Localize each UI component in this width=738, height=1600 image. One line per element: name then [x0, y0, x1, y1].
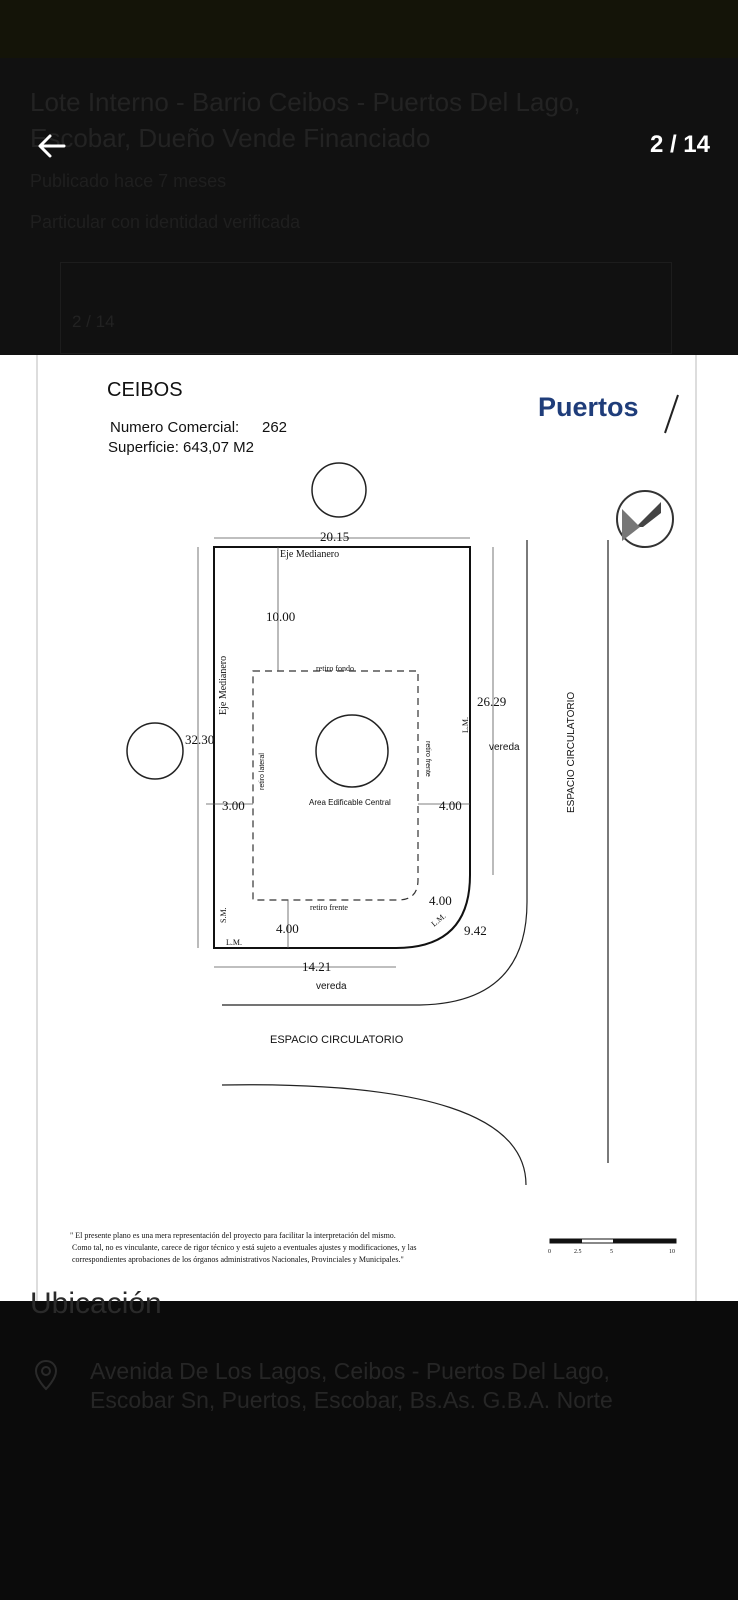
- dim-retiro-fondo: 10.00: [266, 609, 295, 624]
- status-bar: [0, 0, 738, 58]
- dim-retiro-frente-lateral: 4.00: [439, 798, 462, 813]
- listing-title: Lote Interno - Barrio Ceibos - Puertos D…: [30, 87, 581, 153]
- image-counter: 2 / 14: [649, 131, 710, 158]
- back-button[interactable]: [34, 128, 70, 164]
- vereda-right: vereda: [489, 742, 520, 753]
- scale-label-2-5: 2.5: [574, 1249, 582, 1255]
- dim-top: 20.15: [320, 529, 349, 544]
- scale-label-10: 10: [669, 1249, 675, 1255]
- dimmed-listing-background: [0, 58, 738, 355]
- superficie: Superficie: 643,07 M2: [108, 439, 254, 456]
- scale-bar: 0 2.5 5 10: [548, 1238, 677, 1255]
- dim-curve: 9.42: [464, 923, 487, 938]
- lm-bottom: L.M.: [226, 938, 242, 947]
- retiro-fondo-label: retiro fondo: [316, 664, 354, 673]
- disclaimer-line-1: " El presente plano es una mera represen…: [70, 1231, 396, 1240]
- espacio-circulatorio-bottom: ESPACIO CIRCULATORIO: [270, 1034, 404, 1046]
- map-pin-icon: [34, 1359, 58, 1391]
- dim-left: 32.30: [185, 732, 214, 747]
- eje-medianero-top: Eje Medianero: [280, 549, 339, 560]
- published-date: Publicado hace 7 meses: [30, 171, 227, 191]
- dim-right: 26.29: [477, 694, 506, 709]
- dimmed-location-section: Ubicación Avenida De Los Lagos, Ceibos -…: [0, 1287, 738, 1600]
- vereda-bottom: vereda: [316, 981, 347, 992]
- dim-retiro-frente: 4.00: [276, 921, 299, 936]
- dim-retiro-lateral: 3.00: [222, 798, 245, 813]
- north-arrow-icon: [616, 490, 674, 548]
- numero-comercial-label: Numero Comercial:: [110, 419, 239, 436]
- retiro-frente-side-label: retiro frente: [424, 741, 431, 777]
- sm-label: S.M.: [219, 907, 228, 923]
- thumbnail-strip: [60, 262, 672, 354]
- lm-curve: L.M.: [430, 911, 448, 928]
- barrio-name: CEIBOS: [107, 379, 183, 401]
- retiro-lateral-label: retiro lateral: [259, 753, 266, 790]
- lm-right: L.M.: [461, 717, 470, 733]
- arrow-left-icon: [38, 134, 66, 158]
- scale-label-5: 5: [610, 1249, 613, 1255]
- area-edificable-label: Area Edificable Central: [309, 798, 391, 807]
- dim-curve-retiro: 4.00: [429, 893, 452, 908]
- scale-label-0: 0: [548, 1249, 551, 1255]
- section-title: Ubicación: [30, 1287, 162, 1320]
- lot-plan: CEIBOS Numero Comercial: 262 Superficie:…: [36, 355, 697, 1301]
- seller-verified: Particular con identidad verificada: [30, 212, 301, 232]
- listing-photo[interactable]: CEIBOS Numero Comercial: 262 Superficie:…: [0, 355, 738, 1301]
- numero-comercial-value: 262: [262, 419, 287, 436]
- thumbnail-counter: 2 / 14: [72, 312, 115, 331]
- brand-logo: Puertos: [538, 392, 639, 422]
- eje-medianero-left: Eje Medianero: [218, 656, 229, 715]
- disclaimer-line-3: correspondientes aprobaciones de los órg…: [72, 1255, 404, 1264]
- dim-bottom: 14.21: [302, 959, 331, 974]
- retiro-frente-label: retiro frente: [310, 903, 348, 912]
- espacio-circulatorio-right: ESPACIO CIRCULATORIO: [566, 692, 577, 813]
- disclaimer-line-2: Como tal, no es vinculante, carece de ri…: [72, 1243, 417, 1252]
- address-text: Avenida De Los Lagos, Ceibos - Puertos D…: [90, 1358, 613, 1413]
